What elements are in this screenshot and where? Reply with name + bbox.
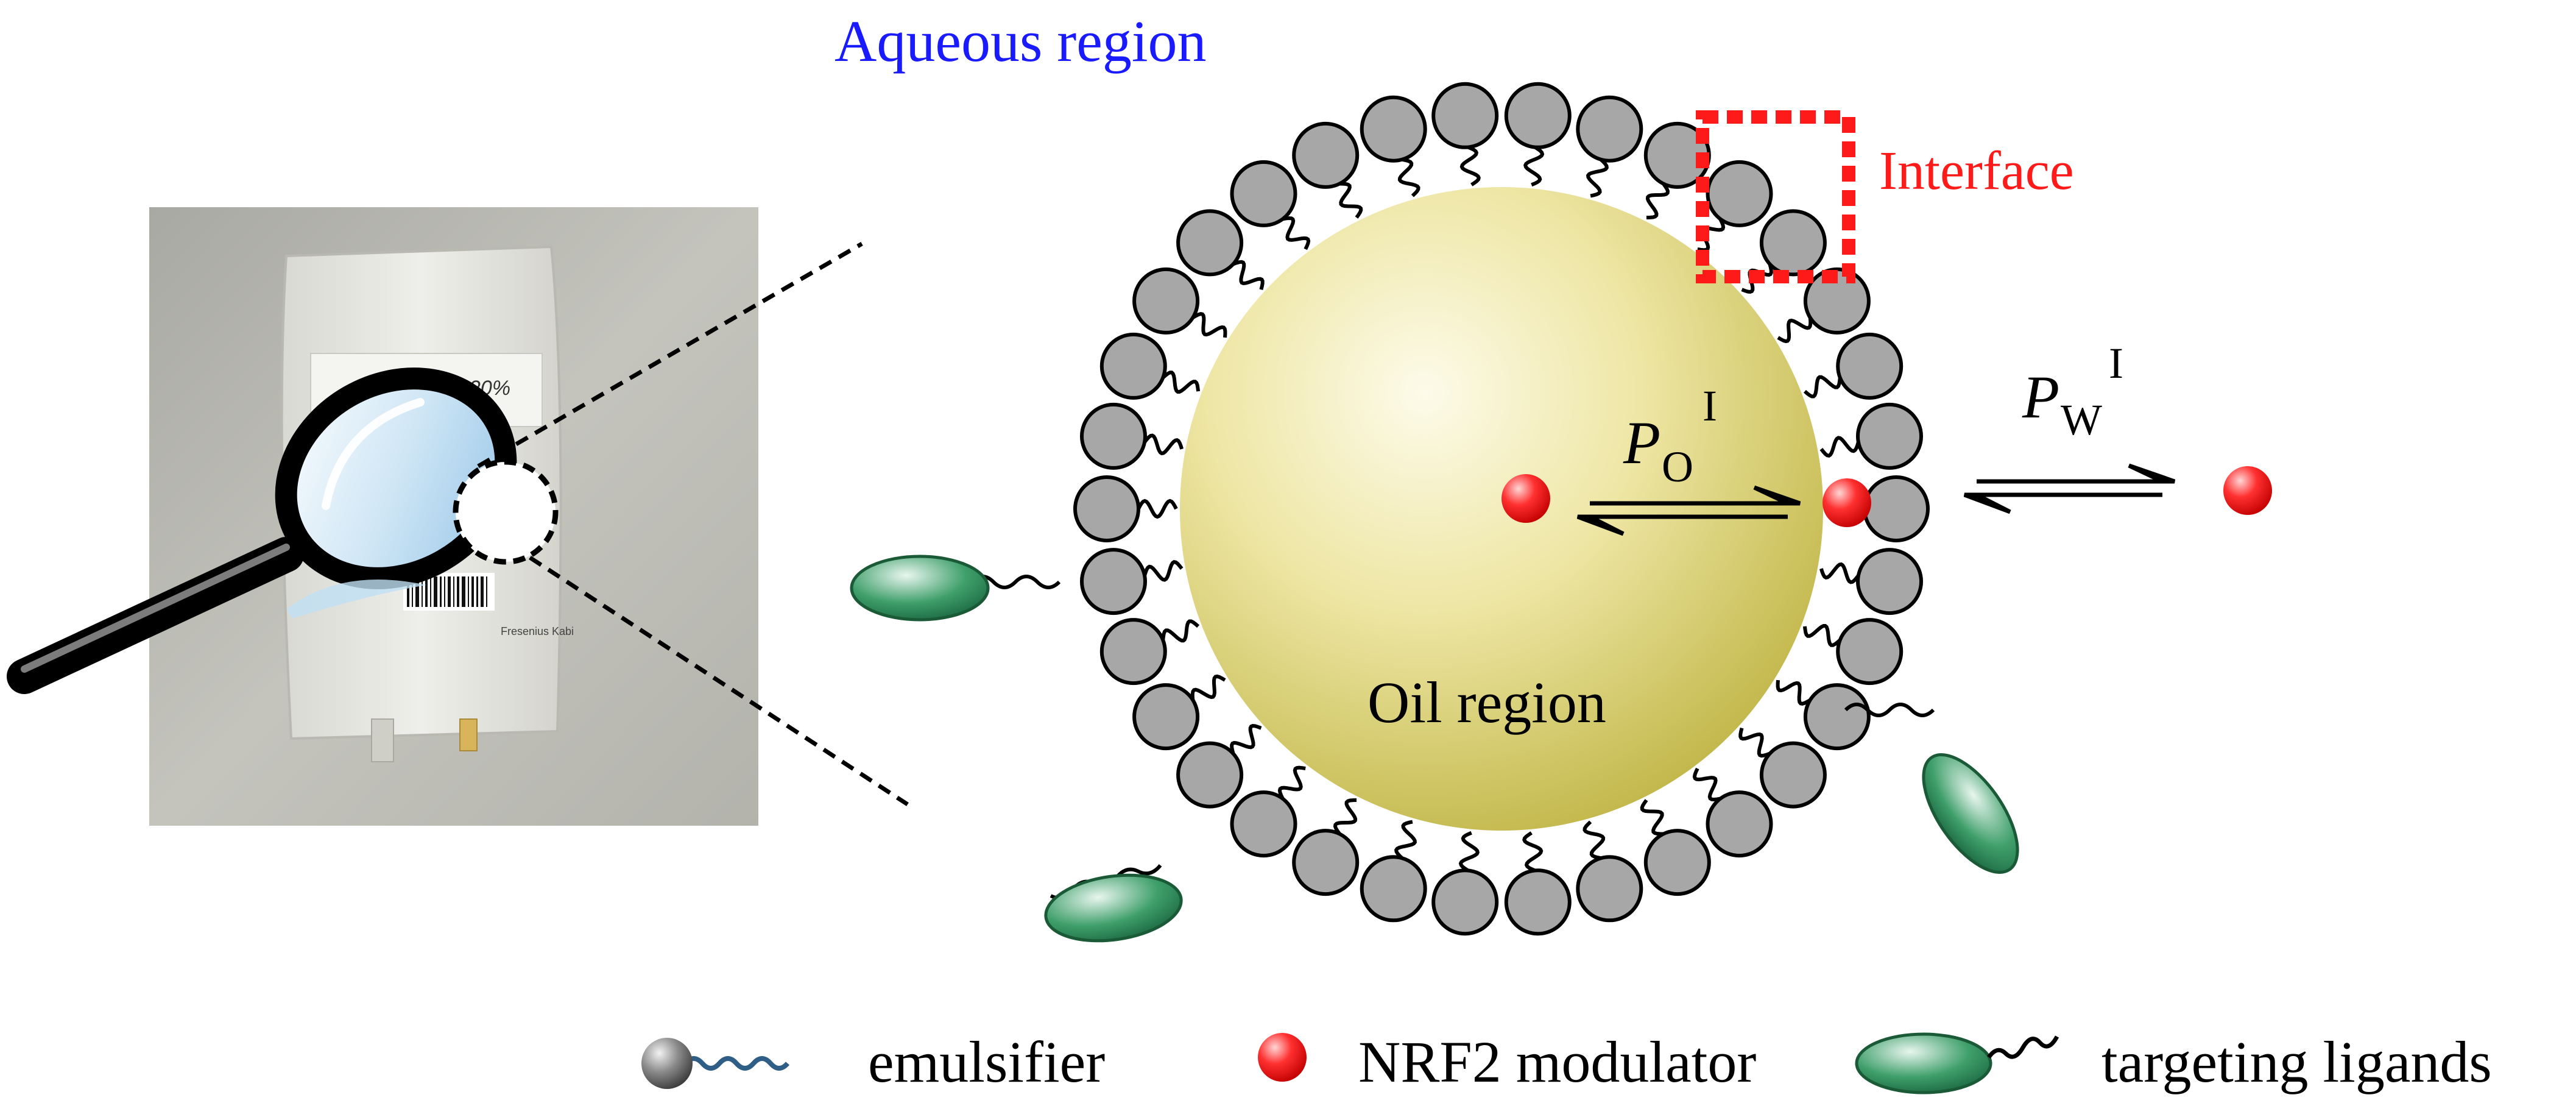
emulsifier-heads: [1073, 82, 1930, 936]
emulsifier-tail: [1143, 560, 1184, 582]
emulsifier-icon: [641, 1038, 790, 1089]
emulsifier-head: [1759, 209, 1827, 277]
emulsifier-tail: [1819, 436, 1860, 458]
emulsifier-head: [1099, 618, 1167, 686]
pw-symbol: P: [2022, 363, 2059, 431]
emulsifier-tail: [1738, 728, 1771, 758]
emulsifier-tail: [1162, 371, 1201, 394]
emulsifier-head: [1132, 267, 1200, 335]
emulsifier-tail: [1586, 158, 1609, 198]
emulsifier-tail: [1522, 831, 1544, 873]
legend: emulsifier NRF2 modulator targeting liga…: [641, 1029, 2492, 1094]
emulsifier-head: [1431, 868, 1499, 936]
emulsifier-tail: [1803, 375, 1842, 399]
emulsifier-tail: [1458, 831, 1480, 873]
emulsifier-head: [1360, 95, 1427, 163]
oil-core: [1180, 187, 1823, 831]
emulsifier-tail: [1277, 765, 1306, 800]
emulsifier-head: [1706, 160, 1773, 227]
emulsifier-head: [1803, 267, 1871, 335]
emulsifier-tail: [1640, 799, 1664, 836]
legend-modulator-label: NRF2 modulator: [1358, 1029, 1756, 1094]
emulsifier-tail: [1339, 182, 1363, 219]
emulsifier-head: [1856, 402, 1923, 470]
emulsifier-head: [1099, 332, 1167, 400]
emulsifier-head: [1759, 741, 1827, 809]
emulsifier-head: [1836, 332, 1904, 400]
emulsifier-head: [1576, 855, 1643, 923]
targeting-ligand-icon: [1855, 1032, 2059, 1094]
pw-subscript: W: [2061, 395, 2102, 444]
emulsifier-head: [1176, 209, 1244, 277]
emulsifier-tail: [1645, 182, 1670, 219]
equilibrium-arrows-oil-interface: [1576, 485, 1801, 536]
interface-box: [1696, 110, 1855, 283]
interface-label: Interface: [1879, 141, 2074, 201]
emulsifier-tail: [1232, 260, 1265, 290]
equilibrium-arrows-interface-water: [1963, 463, 2176, 514]
emulsifier-head: [1836, 618, 1904, 686]
nrf2-modulator-icon: [2223, 466, 2272, 515]
emulsifier-head: [1292, 829, 1360, 896]
emulsifier-tail: [1459, 145, 1481, 186]
emulsifier-head: [1856, 548, 1923, 615]
emulsifier-tail: [1137, 498, 1178, 519]
emulsifier-tail: [1143, 433, 1184, 456]
nrf2-modulator-icon: [1501, 474, 1550, 523]
emulsifier-head: [1132, 683, 1200, 751]
nrf2-modulator-icon: [1823, 478, 1871, 527]
emulsifier-tail: [1161, 619, 1200, 643]
emulsifier-tail: [1282, 216, 1311, 250]
emulsifier-head: [1080, 548, 1147, 615]
emulsifier-tail: [1333, 798, 1358, 835]
emulsifier-head: [1576, 95, 1643, 163]
oil-region-label: Oil region: [1367, 670, 1606, 735]
emulsifier-tail: [1191, 312, 1227, 338]
aqueous-region-label: Aqueous region: [835, 9, 1207, 74]
emulsifier-tail: [1394, 820, 1417, 860]
partition-coefficient-oil: P O I: [1623, 381, 1717, 491]
emulsifier-head: [1292, 121, 1360, 189]
emulsifier-head: [1706, 790, 1773, 858]
targeting-ligand: [1844, 703, 2019, 874]
emulsifier-tail: [1776, 679, 1812, 706]
emulsifier-head: [1431, 82, 1499, 149]
emulsifier-tail: [1190, 674, 1226, 701]
emulsifier-head: [1230, 790, 1297, 858]
partition-coefficient-water: P W I: [2022, 339, 2123, 444]
emulsifier-head: [1643, 829, 1711, 896]
emulsifier-head: [1360, 855, 1427, 923]
pw-superscript: I: [2109, 339, 2123, 388]
emulsifier-head: [1863, 475, 1930, 542]
emulsifier-head: [1504, 868, 1572, 936]
emulsifier-head: [1803, 683, 1871, 751]
emulsifier-tail: [1523, 145, 1545, 187]
emulsifier-tail: [1692, 767, 1721, 802]
emulsifier-head: [1073, 475, 1140, 542]
legend-ligands-label: targeting ligands: [2101, 1029, 2492, 1094]
bag-brand: Fresenius Kabi: [501, 625, 574, 637]
emulsifier-tail: [1230, 724, 1262, 754]
po-symbol: P: [1623, 409, 1660, 477]
emulsifier-head: [1176, 741, 1244, 809]
emulsifier-tail: [1397, 157, 1420, 197]
emulsifier-tail: [1802, 624, 1841, 647]
targeting-ligand: [1044, 864, 1183, 943]
emulsifier-head: [1230, 160, 1297, 227]
po-superscript: I: [1703, 381, 1717, 430]
legend-emulsifier-label: emulsifier: [868, 1029, 1105, 1094]
magnifying-glass-icon: [7, 367, 517, 694]
emulsifier-tail: [1819, 562, 1860, 584]
targeting-ligand: [850, 555, 1061, 622]
zoom-callout: [453, 241, 909, 806]
emulsifier-tail: [1583, 820, 1606, 860]
emulsifier-tail: [1777, 317, 1813, 344]
emulsifier-head: [1080, 402, 1147, 470]
po-subscript: O: [1662, 442, 1693, 491]
nrf2-modulator-icon: [1258, 1033, 1307, 1082]
emulsifier-head: [1504, 82, 1572, 149]
